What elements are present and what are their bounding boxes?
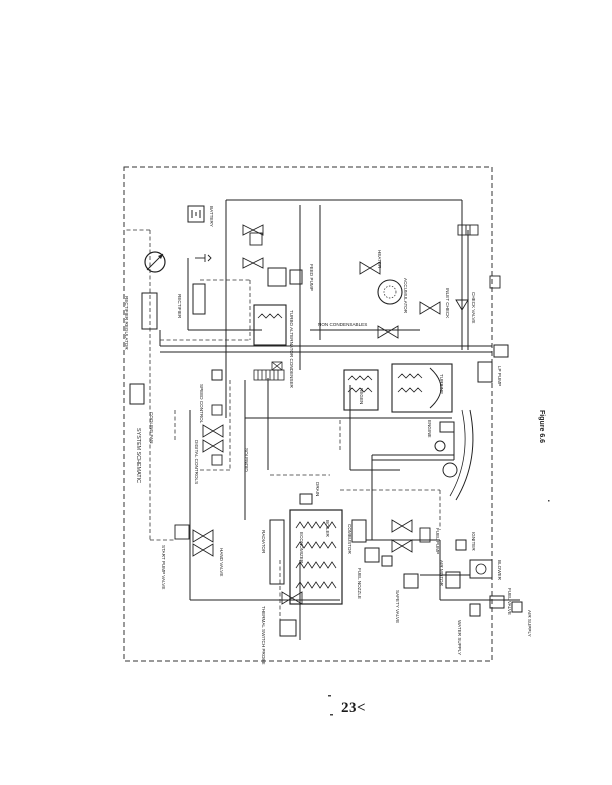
- svg-text:THERMAL SWITCH PROBE: THERMAL SWITCH PROBE: [261, 606, 266, 665]
- svg-text:FEED PUMP: FEED PUMP: [309, 264, 314, 291]
- drain-valve: DRAIN: [299, 482, 320, 505]
- svg-text:LP PUMP: LP PUMP: [497, 366, 502, 386]
- svg-text:TURBO ALTERNATOR CONDENSER: TURBO ALTERNATOR CONDENSER: [289, 310, 294, 389]
- svg-text:AIR SUPPLY: AIR SUPPLY: [527, 610, 532, 637]
- svg-text:INLET CHECK: INLET CHECK: [445, 288, 450, 319]
- hp-pump: [493, 344, 509, 358]
- svg-text:COOLING FAN: COOLING FAN: [149, 412, 154, 443]
- scan-mark: [328, 695, 331, 697]
- svg-text:NON CONDENSABLES: NON CONDENSABLES: [318, 322, 367, 327]
- manifold: [253, 361, 285, 381]
- radiator: RADIATOR: [261, 519, 285, 585]
- spark-plug-icon: [195, 254, 212, 262]
- rectifier: RECTIFIER: [177, 283, 206, 319]
- lp-pump: LP PUMP: [477, 361, 502, 386]
- feed-pump: FEED PUMP: [267, 264, 314, 291]
- upper-valves: [242, 224, 264, 269]
- svg-text:REGEN: REGEN: [359, 388, 364, 404]
- turbine-housing: TURBINE: [391, 363, 453, 413]
- control-wiring: [124, 229, 441, 620]
- right-gauges: [457, 224, 501, 289]
- bowtie-valve: [281, 591, 303, 605]
- engine: ENGINE: [427, 420, 458, 478]
- svg-text:RECTIFIER REGULATOR: RECTIFIER REGULATOR: [124, 296, 129, 350]
- svg-text:CHECK VALVE: CHECK VALVE: [471, 292, 476, 324]
- hand-valve-label: HAND VALVE: [219, 548, 224, 576]
- svg-text:BLOWER: BLOWER: [497, 560, 502, 581]
- thermal-switch-probe: THERMAL SWITCH PROBE: [261, 606, 297, 665]
- fuel-valves: [391, 519, 431, 553]
- heater: HEATER: [359, 250, 382, 275]
- water-supply: WATER SUPPLY: [457, 603, 481, 655]
- svg-text:HEATER: HEATER: [377, 250, 382, 269]
- svg-text:FUEL VALVE: FUEL VALVE: [507, 588, 512, 615]
- speed-control: SPEED CONTROL: [199, 369, 223, 424]
- svg-text:SAFETY VALVE: SAFETY VALVE: [395, 590, 400, 623]
- turbo-alternator-condenser: TURBO ALTERNATOR CONDENSER: [253, 304, 294, 389]
- svg-text:TURBINE: TURBINE: [439, 374, 444, 394]
- inlet-check: INLET CHECK: [419, 288, 450, 319]
- start-pump-valve-label: START PUMP VALVE: [161, 545, 166, 589]
- exhaust-duct: [455, 409, 474, 501]
- blower: BLOWER: [469, 559, 502, 581]
- exhaust-duct-inner: [449, 409, 466, 497]
- fuel-nozzle: FUEL NOZZLE: [357, 547, 393, 599]
- svg-text:RADIATOR: RADIATOR: [261, 530, 266, 554]
- igniter: IGNITER: [455, 532, 476, 551]
- rectifier-regulator: RECTIFIER REGULATOR: [124, 292, 158, 350]
- system-boundary: [123, 166, 493, 662]
- gauge-icon: [144, 251, 166, 273]
- cooling-fan: COOLING FAN: [129, 383, 154, 443]
- schematic-title: SYSTEM SCHEMATIC: [135, 428, 141, 483]
- svg-text:FUEL NOZZLE: FUEL NOZZLE: [357, 568, 362, 599]
- boiler: BOILER: [289, 509, 343, 605]
- scan-mark: [330, 714, 333, 716]
- battery-icon: BATTERY: [187, 205, 214, 227]
- accumulator: ACCUMULATOR: [377, 278, 408, 314]
- page-number: 23<: [341, 700, 367, 716]
- figure-caption: Figure 6.6: [538, 410, 545, 443]
- solenoid-label: SOLENOID: [244, 448, 249, 472]
- svg-text:BOILER: BOILER: [325, 520, 330, 538]
- regenerator: REGEN: [343, 369, 379, 411]
- air-supply: AIR SUPPLY: [511, 601, 532, 637]
- safety-valve: SAFETY VALVE: [395, 573, 419, 623]
- svg-text:RECTIFIER: RECTIFIER: [177, 294, 182, 319]
- svg-text:COMBUSTOR: COMBUSTOR: [347, 524, 352, 554]
- svg-text:ENGINE: ENGINE: [427, 420, 432, 438]
- svg-text:IGNITER: IGNITER: [471, 532, 476, 551]
- svg-text:DRAIN: DRAIN: [315, 482, 320, 496]
- fuel-valve: FUEL VALVE: [489, 588, 512, 615]
- scan-mark: [548, 500, 550, 502]
- svg-text:BATTERY: BATTERY: [209, 206, 214, 227]
- digital-controls-label: DIGITAL CONTROLS: [194, 440, 199, 484]
- combustor: COMBUSTOR: [347, 519, 367, 554]
- svg-text:AIR MOTOR: AIR MOTOR: [439, 560, 444, 587]
- fuel-pump-label: FUEL PUMP: [435, 528, 440, 554]
- non-condensables: NON CONDENSABLES: [318, 322, 399, 339]
- start-pump-valve: [174, 524, 214, 557]
- svg-text:ACCUMULATOR: ACCUMULATOR: [403, 278, 408, 314]
- svg-text:WATER SUPPLY: WATER SUPPLY: [457, 620, 462, 655]
- economizer-label: ECONOMIZER: [299, 532, 304, 564]
- check-valve: CHECK VALVE: [455, 292, 476, 324]
- air-motor: AIR MOTOR: [439, 560, 461, 589]
- svg-text:SPEED CONTROL: SPEED CONTROL: [199, 384, 204, 424]
- solenoid-valves: [202, 404, 224, 466]
